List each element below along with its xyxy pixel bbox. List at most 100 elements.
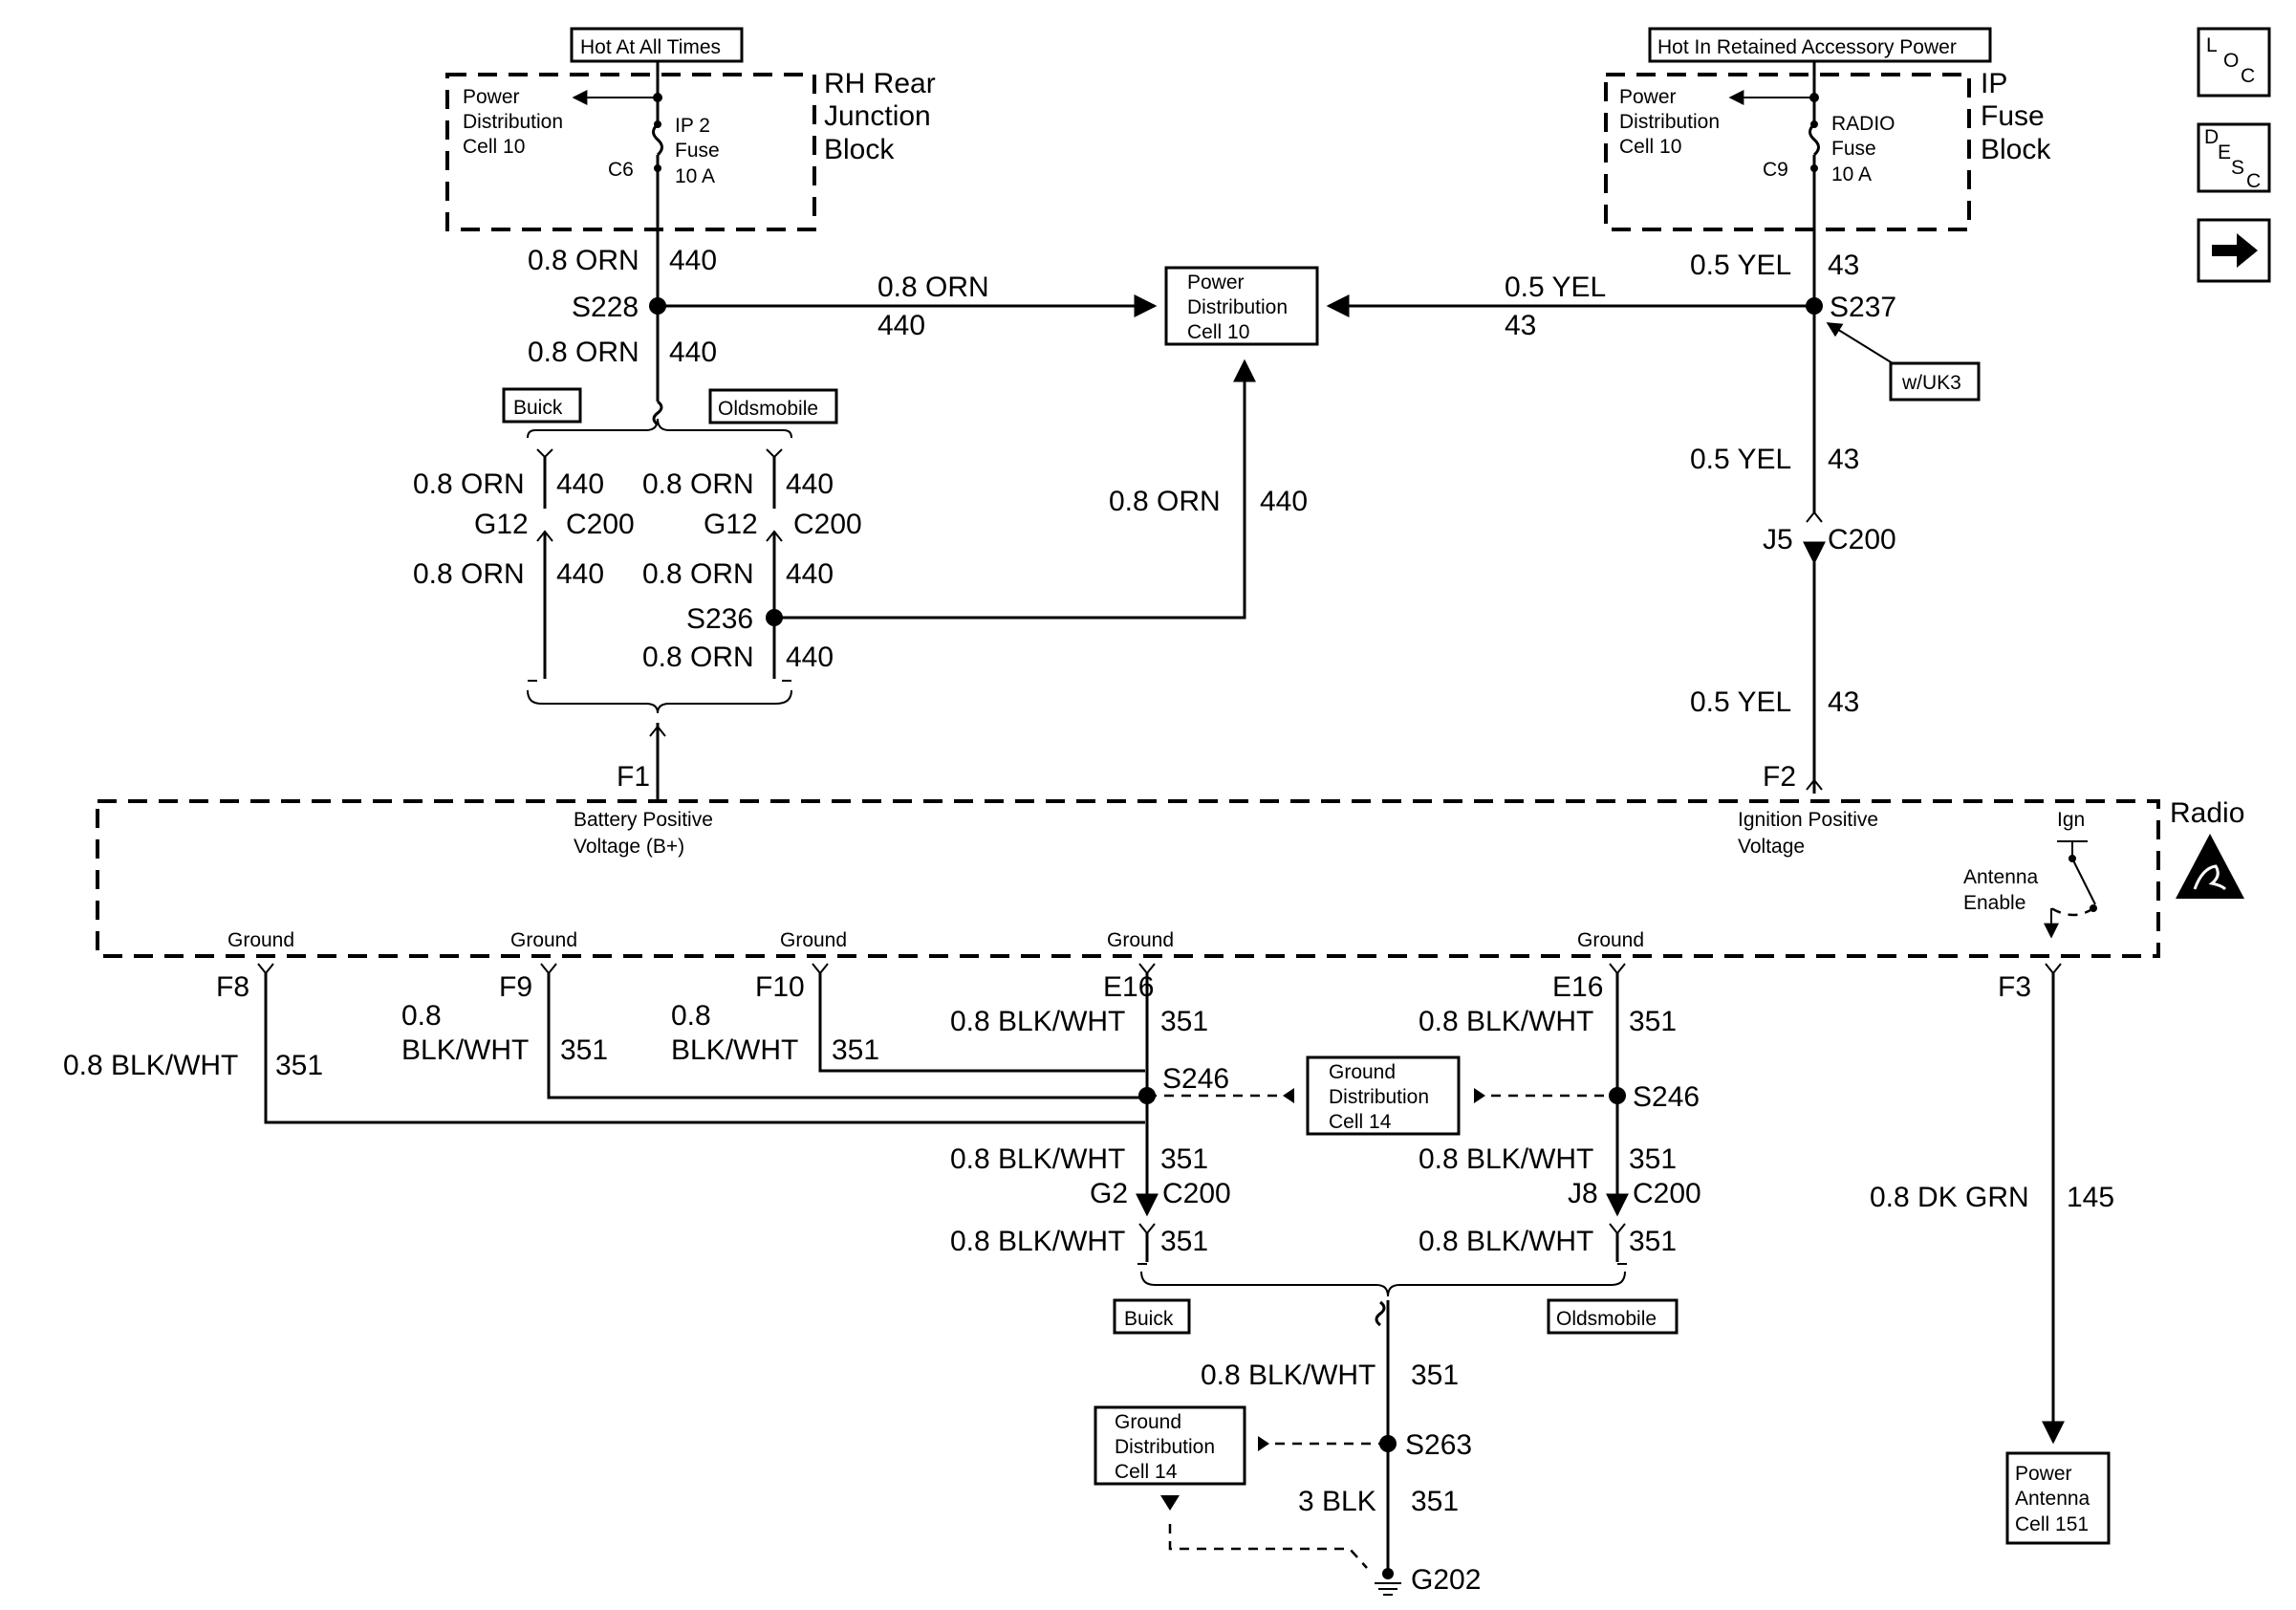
- buick-label: Buick: [513, 397, 563, 419]
- battery-positive-label-2: Voltage (B+): [574, 836, 684, 858]
- wire-bw-a-label: 0.8: [401, 1000, 442, 1032]
- desc-icon-c: C: [2246, 170, 2261, 192]
- wire-3blk-label: 3 BLK: [1298, 1486, 1376, 1517]
- wire-orn-label: 0.8 ORN: [642, 642, 754, 673]
- wire-yel-label: 0.5 YEL: [1505, 272, 1606, 303]
- ignition-positive-label-1: Ignition Positive: [1738, 809, 1878, 831]
- power-antenna-cell-151-box[interactable]: [2005, 1451, 2111, 1545]
- f1-label: F1: [617, 761, 650, 793]
- pdc-label-2: Distribution: [1187, 296, 1288, 318]
- c6-label: C6: [608, 159, 634, 181]
- ip-fuse-block-name-3: Block: [1981, 134, 2051, 165]
- desc-icon-d: D: [2204, 126, 2219, 148]
- fuse-radio-icon: [1809, 122, 1820, 157]
- ip2-fuse-label-3: 10 A: [675, 165, 715, 187]
- wire-yel-label: 0.5 YEL: [1690, 444, 1791, 475]
- wire-bw-label: 0.8 BLK/WHT: [950, 1226, 1125, 1257]
- loc-button[interactable]: L O C: [2197, 27, 2271, 98]
- wire-orn-label: 0.8 ORN: [528, 245, 639, 276]
- fuse-ip2-icon: [652, 122, 663, 157]
- wire-351-label: 351: [1411, 1360, 1459, 1391]
- wire-440-label: 440: [786, 468, 834, 500]
- c200-label: C200: [793, 509, 862, 540]
- f10-label: F10: [755, 971, 805, 1003]
- next-button[interactable]: [2197, 218, 2271, 283]
- wire-351-label: 351: [1629, 1143, 1677, 1175]
- s237-label: S237: [1830, 292, 1896, 323]
- s228-label: S228: [572, 292, 639, 323]
- antenna-enable-label-2: Enable: [1963, 892, 2025, 914]
- ground-label-e16-buick: Ground: [1107, 929, 1174, 951]
- c9-label: C9: [1763, 159, 1788, 181]
- antenna-enable-label-1: Antenna: [1963, 866, 2039, 888]
- s263-label: S263: [1405, 1429, 1472, 1461]
- c200-label: C200: [1162, 1178, 1231, 1209]
- left-pd-label-2: Distribution: [463, 111, 563, 133]
- rh-rear-block-name-1: RH Rear: [824, 68, 936, 99]
- ip2-fuse-label-2: Fuse: [675, 140, 720, 162]
- oldsmobile-label: Oldsmobile: [1556, 1308, 1657, 1330]
- ip2-fuse-label-1: IP 2: [675, 115, 710, 137]
- ign-label: Ign: [2057, 809, 2085, 831]
- left-pd-label-3: Cell 10: [463, 136, 525, 158]
- wire-440-label: 440: [556, 468, 604, 500]
- c200-label: C200: [1828, 524, 1896, 555]
- g202-label: G202: [1411, 1564, 1481, 1596]
- desc-button[interactable]: D E S C: [2197, 122, 2271, 193]
- wire-351-label: 351: [832, 1034, 879, 1066]
- oldsmobile-label: Oldsmobile: [718, 398, 818, 420]
- radio-fuse-label-3: 10 A: [1831, 163, 1872, 185]
- gdc-mid-label-1: Ground: [1329, 1061, 1396, 1083]
- hot-at-all-times-label: Hot At All Times: [580, 36, 721, 58]
- f2-label: F2: [1763, 761, 1796, 793]
- rh-rear-block-name-3: Block: [824, 134, 895, 165]
- wire-351-label: 351: [1160, 1006, 1208, 1037]
- ip-fuse-block-name-2: Fuse: [1981, 100, 2045, 132]
- rh-rear-block-name-2: Junction: [824, 100, 931, 132]
- wire-43-label: 43: [1828, 686, 1859, 718]
- wire-yel-label: 0.5 YEL: [1690, 686, 1791, 718]
- c200-label: C200: [1633, 1178, 1701, 1209]
- wire-351-label: 351: [1629, 1006, 1677, 1037]
- buick-tag-bottom: [1113, 1298, 1191, 1335]
- ground-label-f10: Ground: [780, 929, 847, 951]
- wire-351-label: 351: [1629, 1226, 1677, 1257]
- wire-orn-label: 0.8 ORN: [877, 272, 989, 303]
- wire-351-label: 351: [1160, 1143, 1208, 1175]
- next-arrow-icon: [2212, 233, 2258, 268]
- wire-bw-label: 0.8 BLK/WHT: [63, 1050, 238, 1081]
- wire-440-label: 440: [1260, 486, 1308, 517]
- wire-351-label: 351: [560, 1034, 608, 1066]
- loc-icon-l: L: [2206, 34, 2218, 56]
- loc-icon-c: C: [2241, 65, 2255, 87]
- g12-label: G12: [704, 509, 758, 540]
- ip-fuse-block-name-1: IP: [1981, 68, 2007, 99]
- wire-bw-label: 0.8 BLK/WHT: [950, 1006, 1125, 1037]
- power-distribution-cell-10-box[interactable]: [1164, 266, 1319, 346]
- wire-145-label: 145: [2067, 1182, 2114, 1213]
- s246-label: S246: [1162, 1063, 1229, 1095]
- s246-label: S246: [1633, 1081, 1700, 1113]
- s236-label: S236: [686, 603, 753, 635]
- j5-label: J5: [1763, 524, 1793, 555]
- wire-bw-label: 0.8 BLK/WHT: [1201, 1360, 1375, 1391]
- e16-label: E16: [1552, 971, 1603, 1003]
- c200-label: C200: [566, 509, 635, 540]
- ground-distribution-cell-14-box-mid[interactable]: [1306, 1055, 1461, 1136]
- right-pd-label-2: Distribution: [1619, 111, 1720, 133]
- wire-bw-label: 0.8 BLK/WHT: [950, 1143, 1125, 1175]
- pac-label-2: Antenna: [2015, 1488, 2090, 1510]
- gdc-mid-label-3: Cell 14: [1329, 1111, 1392, 1133]
- gdc-mid-label-2: Distribution: [1329, 1086, 1429, 1108]
- wire-43-label: 43: [1828, 250, 1859, 281]
- wire-orn-label: 0.8 ORN: [642, 468, 754, 500]
- desc-icon-s: S: [2231, 157, 2244, 179]
- radio-module-outline[interactable]: [96, 799, 2160, 958]
- ground-distribution-cell-14-box-bottom[interactable]: [1094, 1405, 1246, 1486]
- buick-label: Buick: [1124, 1308, 1174, 1330]
- wire-bw-label: 0.8 BLK/WHT: [1419, 1226, 1593, 1257]
- wire-351-label: 351: [275, 1050, 323, 1081]
- pac-label-3: Cell 151: [2015, 1513, 2089, 1535]
- wire-yel-label: 0.5 YEL: [1690, 250, 1791, 281]
